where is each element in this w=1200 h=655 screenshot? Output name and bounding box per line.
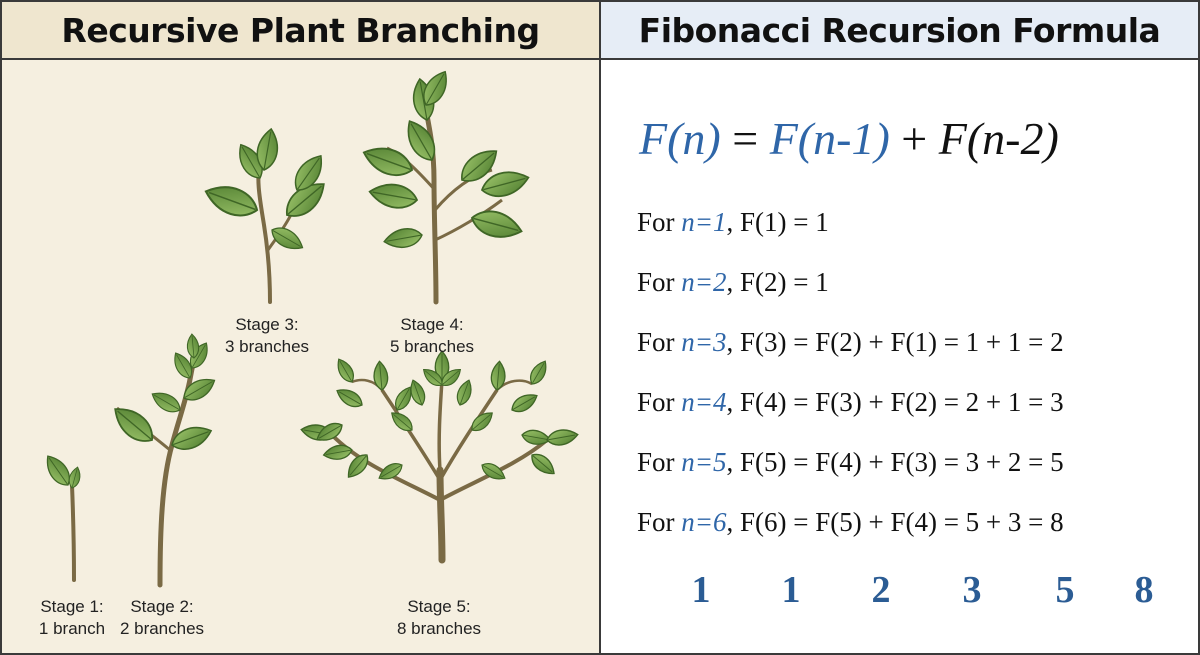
formula-lhs: F(n) — [639, 113, 721, 164]
plant-illustrations — [40, 66, 580, 588]
fib-row-5: For n=5, F(5) = F(4) + F(3) = 3 + 2 = 5 — [637, 447, 1064, 477]
formula-equals: = — [732, 113, 759, 164]
formula-term1: F(n-1) — [769, 113, 890, 164]
sequence-term-4: 3 — [962, 569, 982, 611]
stage-3-label: Stage 3: 3 branches — [224, 315, 310, 356]
plant-stage-2-icon — [107, 333, 220, 588]
sequence-term-3: 2 — [871, 569, 891, 611]
plant-panel-title: Recursive Plant Branching — [61, 10, 540, 50]
fib-row-6: For n=6, F(6) = F(5) + F(4) = 5 + 3 = 8 — [637, 507, 1064, 537]
fib-row-1: For n=1, F(1) = 1 — [637, 207, 829, 237]
fib-row-3: For n=3, F(3) = F(2) + F(1) = 1 + 1 = 2 — [637, 327, 1064, 357]
sequence-term-6: 8 — [1134, 569, 1154, 611]
stage-2-label: Stage 2: 2 branches — [119, 597, 205, 638]
fib-row-4: For n=4, F(4) = F(3) + F(2) = 2 + 1 = 3 — [637, 387, 1064, 417]
formula-plus: + — [901, 113, 928, 164]
formula-term2: F(n-2) — [938, 113, 1059, 164]
plant-stage-1-icon — [40, 450, 83, 582]
plant-branching-panel: Recursive Plant Branching — [2, 2, 599, 653]
plant-stage-5-icon — [299, 350, 580, 564]
plant-panel-header: Recursive Plant Branching — [2, 2, 599, 60]
panel-divider — [599, 0, 601, 655]
plant-stage-4-icon — [358, 66, 533, 305]
stage-1-label: Stage 1: 1 branch — [38, 597, 106, 638]
sequence-term-1: 1 — [691, 569, 711, 611]
fib-row-2: For n=2, F(2) = 1 — [637, 267, 829, 297]
sequence-term-2: 1 — [781, 569, 801, 611]
sequence-term-5: 5 — [1055, 569, 1075, 611]
plant-stage-3-icon — [200, 126, 332, 304]
formula-panel-header: Fibonacci Recursion Formula — [601, 2, 1198, 60]
fibonacci-formula-panel: Fibonacci Recursion Formula F(n) = F(n-1… — [601, 2, 1198, 653]
stage-4-label: Stage 4: 5 branches — [389, 315, 475, 356]
stage-5-label: Stage 5: 8 branches — [396, 597, 482, 638]
formula-panel-title: Fibonacci Recursion Formula — [638, 10, 1161, 50]
recursion-formula: F(n) = F(n-1) + F(n-2) — [639, 112, 1059, 165]
